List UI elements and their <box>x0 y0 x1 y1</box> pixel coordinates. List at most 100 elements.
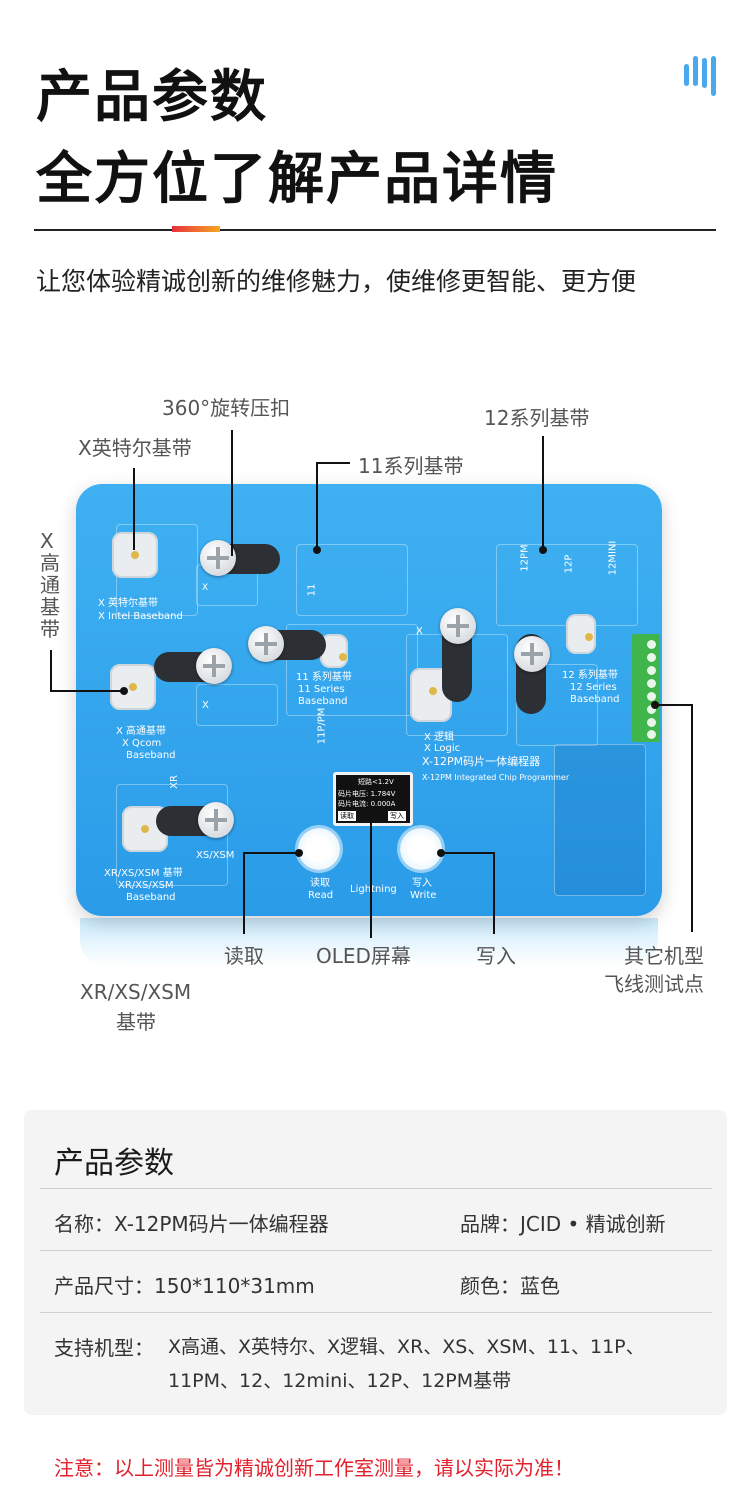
leader-line <box>50 650 52 692</box>
oled-line1: 短路<1.2V <box>358 778 394 786</box>
callout-rotating-clamp: 360°旋转压扣 <box>162 396 291 420</box>
xr-label-en: XR/XS/XSM <box>118 880 174 891</box>
spec-title: 产品参数 <box>54 1146 174 1181</box>
spec-models-line2: 11PM、12、12mini、12P、12PM基带 <box>168 1370 512 1392</box>
spec-name: 名称：X-12PM码片一体编程器 <box>54 1212 329 1236</box>
oled-line3: 码片电流: 0.000A <box>338 800 396 808</box>
leader-dot <box>539 546 547 554</box>
clamp-knob-icon[interactable] <box>200 540 236 576</box>
logic-label-cn: X 逻辑 <box>424 732 455 743</box>
page-title-secondary: 全方位了解产品详情 <box>36 147 558 212</box>
leader-line <box>493 852 495 934</box>
subtitle: 让您体验精诚创新的维修魅力，使维修更智能、更方便 <box>36 267 637 296</box>
slot-x2-label: X <box>416 626 423 637</box>
leader-dot <box>120 687 128 695</box>
read-label-cn: 读取 <box>310 878 330 889</box>
clamp-knob-icon[interactable] <box>196 648 232 684</box>
lightning-label: Lightning <box>350 884 397 895</box>
bars-icon <box>684 56 718 96</box>
spec-brand: 品牌：JCID • 精诚创新 <box>460 1212 666 1236</box>
slot-xsxsm-label: XS/XSM <box>196 850 235 861</box>
slot-12pm-label: 12PM <box>519 544 531 572</box>
leader-dot <box>651 701 659 709</box>
accent-bar <box>172 226 220 232</box>
xr-label-en2: Baseband <box>126 892 176 903</box>
leader-line <box>243 852 299 854</box>
slot-x-label: X <box>202 583 209 593</box>
slot-xr-label: XR <box>168 775 180 789</box>
leader-line <box>133 468 135 550</box>
s11-label-cn: 11 系列基带 <box>296 672 352 683</box>
spec-color: 颜色：蓝色 <box>460 1274 560 1298</box>
callout-xr-line2: 基带 <box>116 1010 156 1034</box>
slot-11ppm-label: 11P/PM <box>316 707 328 745</box>
intel-label-en: X Intel Baseband <box>98 611 183 622</box>
qcom-label-en2: Baseband <box>126 750 176 761</box>
slot-11-label: 11 <box>306 583 318 597</box>
logic-label-en: X Logic <box>424 743 461 754</box>
board-reflection <box>80 918 658 966</box>
clamp-knob-icon[interactable] <box>514 636 550 672</box>
s11-label-en2: Baseband <box>298 696 348 707</box>
write-label-cn: 写入 <box>412 878 432 889</box>
oled-right-btn: 写入 <box>388 811 406 821</box>
slot-12mini-label: 12MINI <box>607 540 619 576</box>
clamp-knob-icon[interactable] <box>440 608 476 644</box>
s12-baseband-socket <box>566 614 596 654</box>
callout-write: 写入 <box>476 944 516 968</box>
clamp-knob-icon[interactable] <box>198 802 234 838</box>
oled-line2: 码片电压: 1.784V <box>338 790 396 798</box>
clamp-knob-icon[interactable] <box>248 626 284 662</box>
oled-screen: 短路<1.2V 码片电压: 1.784V 码片电流: 0.000A 读取 写入 <box>333 772 413 826</box>
leader-dot <box>437 849 445 857</box>
spec-models-line1: X高通、X英特尔、X逻辑、XR、XS、XSM、11、11P、 <box>168 1336 645 1358</box>
intel-baseband-socket <box>112 532 158 578</box>
callout-intel-baseband: X英特尔基带 <box>78 436 192 460</box>
leader-line <box>243 852 245 934</box>
intel-label-cn: X 英特尔基带 <box>98 598 159 609</box>
leader-line <box>440 852 494 854</box>
notice: 注意：以上测量皆为精诚创新工作室测量，请以实际为准！ <box>54 1456 574 1480</box>
header-divider <box>34 229 716 231</box>
callout-read: 读取 <box>224 944 264 968</box>
product-name-en: X-12PM Integrated Chip Programmer <box>422 773 570 782</box>
read-button[interactable] <box>298 828 340 870</box>
qcom-label-en: X Qcom <box>122 738 162 749</box>
leader-line <box>316 462 350 464</box>
spec-divider <box>40 1250 712 1251</box>
page-title: 产品参数 <box>36 65 268 130</box>
spec-panel <box>24 1110 727 1415</box>
oled-left-btn: 读取 <box>338 811 356 821</box>
leader-line <box>316 462 318 550</box>
spec-size: 产品尺寸：150*110*31mm <box>54 1274 315 1298</box>
callout-series11: 11系列基带 <box>358 454 464 478</box>
read-label-en: Read <box>308 890 334 901</box>
leader-line <box>50 690 124 692</box>
leader-dot <box>313 546 321 554</box>
write-button[interactable] <box>400 828 442 870</box>
xr-label-cn: XR/XS/XSM 基带 <box>104 868 183 879</box>
callout-qcom-baseband: X 高 通 基 带 <box>40 529 60 641</box>
slot-12p-label: 12P <box>563 554 575 574</box>
leader-line <box>370 820 372 938</box>
leader-dot <box>295 849 303 857</box>
callout-oled: OLED屏幕 <box>316 944 411 968</box>
leader-line <box>231 430 233 556</box>
callout-other-line1: 其它机型 <box>624 944 704 968</box>
test-point-terminal <box>632 634 660 742</box>
s11-label-en: 11 Series <box>298 684 345 695</box>
qcom-baseband-socket <box>110 664 156 710</box>
spec-divider <box>40 1312 712 1313</box>
leader-line <box>542 436 544 550</box>
s12-label-en2: Baseband <box>570 694 620 705</box>
write-label-en: Write <box>410 890 437 901</box>
callout-other-line2: 飞线测试点 <box>604 972 704 996</box>
leader-line <box>691 704 693 932</box>
product-name-cn: X-12PM码片一体编程器 <box>422 755 541 768</box>
callout-series12: 12系列基带 <box>484 406 590 430</box>
qcom-label-cn: X 高通基带 <box>116 726 167 737</box>
callout-xr-line1: XR/XS/XSM <box>80 980 192 1004</box>
slot-x3-label: X <box>202 700 209 711</box>
spec-divider <box>40 1188 712 1189</box>
s12-label-cn: 12 系列基带 <box>562 670 618 681</box>
